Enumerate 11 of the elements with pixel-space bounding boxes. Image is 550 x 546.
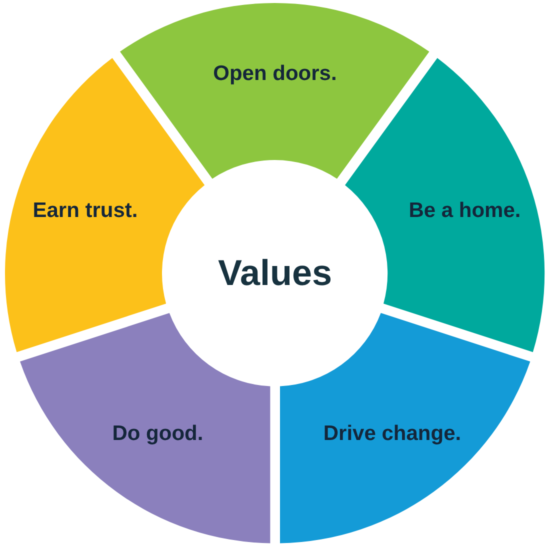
wheel-segment	[345, 58, 545, 352]
segment-label: Drive change.	[323, 422, 462, 446]
segment-label: Do good.	[112, 422, 204, 446]
segment-label: Be a home.	[408, 199, 521, 224]
wheel-segment	[20, 312, 270, 543]
wheel-segment	[120, 3, 430, 179]
segment-label: Earn trust.	[32, 199, 138, 224]
wheel-segment	[5, 58, 205, 352]
segment-label: Open doors.	[213, 62, 337, 86]
center-title: Values	[218, 252, 332, 294]
wheel-segment	[280, 312, 530, 543]
